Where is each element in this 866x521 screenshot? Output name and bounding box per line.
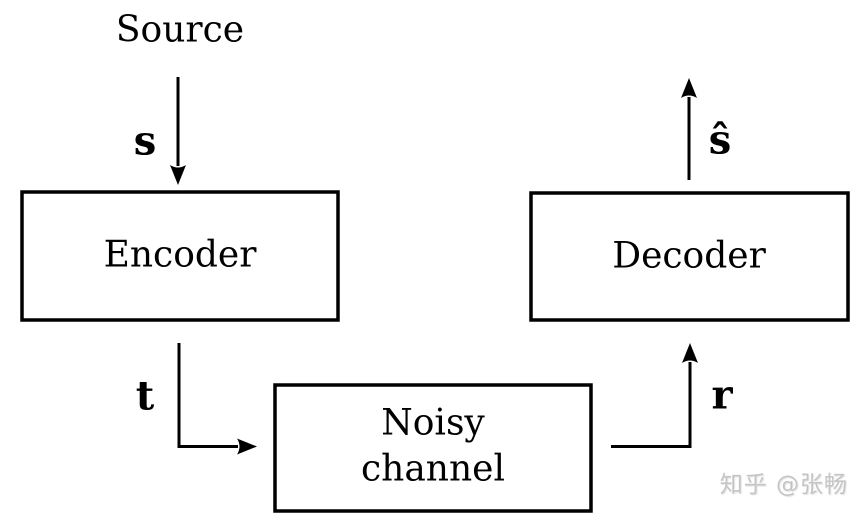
source-label: Source — [116, 10, 244, 51]
signal-r-label: r — [711, 372, 733, 419]
arrow-encoder-to-channel — [177, 343, 257, 455]
arrow-channel-to-decoder — [611, 343, 698, 448]
signal-t-label: t — [136, 373, 155, 420]
signal-s-hat-label: ŝ — [709, 117, 732, 164]
decoder-box — [529, 191, 850, 322]
noisy-channel-box — [273, 383, 593, 513]
encoder-box — [20, 190, 340, 322]
decoder-label: Decoder — [612, 236, 766, 277]
watermark: 知乎 @张畅 — [719, 472, 848, 498]
signal-s-label: s — [134, 118, 157, 165]
noisy-channel-label-line2: channel — [361, 449, 505, 490]
encoder-label: Encoder — [104, 235, 258, 276]
noisy-channel-label-line1: Noisy — [381, 403, 485, 444]
